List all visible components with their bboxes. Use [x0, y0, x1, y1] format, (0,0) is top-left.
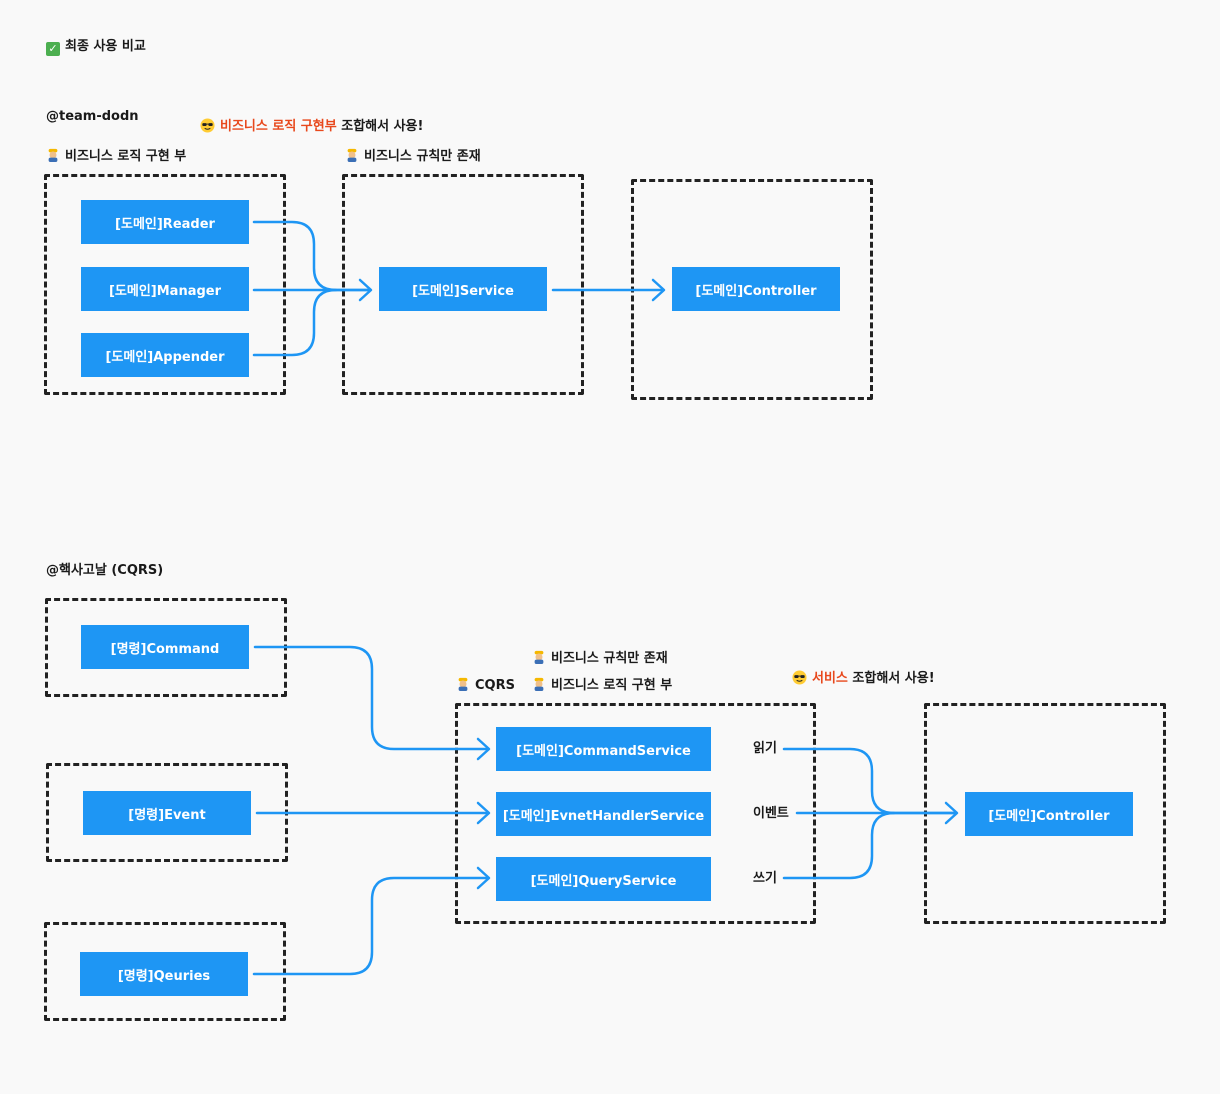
section2-label-rules: 비즈니스 규칙만 존재	[532, 650, 668, 667]
edge-label-read: 읽기	[753, 741, 777, 756]
event-handler-service-box[interactable]: [도메인]EvnetHandlerService	[496, 792, 711, 836]
service-box[interactable]: [도메인]Service	[379, 267, 547, 311]
edge-label-event: 이벤트	[753, 806, 789, 821]
section2-note: 서비스 조합해서 사용!	[792, 670, 935, 687]
section1-note: 비즈니스 로직 구현부 조합해서 사용!	[200, 118, 423, 135]
worker-icon	[534, 677, 544, 691]
sunglasses-icon	[200, 118, 215, 133]
section1-label-mid: 비즈니스 규칙만 존재	[345, 148, 481, 165]
command-service-box[interactable]: [도메인]CommandService	[496, 727, 711, 771]
controller-box[interactable]: [도메인]Controller	[672, 267, 840, 311]
connector-command-to-commandservice	[253, 645, 490, 751]
section2-label-logic: 비즈니스 로직 구현 부	[532, 677, 672, 694]
check-icon: ✓	[46, 42, 60, 56]
appender-box[interactable]: [도메인]Appender	[81, 333, 249, 377]
command-box[interactable]: [명령]Command	[81, 625, 249, 669]
connector-queries-to-queryservice	[252, 876, 490, 976]
section1-label-left: 비즈니스 로직 구현 부	[46, 148, 186, 165]
event-box[interactable]: [명령]Event	[83, 791, 251, 835]
worker-icon	[48, 148, 58, 162]
section2-label-cqrs: CQRS	[456, 677, 515, 694]
section1-heading: @team-dodn	[46, 109, 139, 124]
worker-icon	[534, 650, 544, 664]
controller-box-2[interactable]: [도메인]Controller	[965, 792, 1133, 836]
manager-box[interactable]: [도메인]Manager	[81, 267, 249, 311]
sunglasses-icon	[792, 670, 807, 685]
queries-box[interactable]: [명령]Qeuries	[80, 952, 248, 996]
query-service-box[interactable]: [도메인]QueryService	[496, 857, 711, 901]
section2-heading: @핵사고날 (CQRS)	[46, 563, 164, 578]
worker-icon	[458, 677, 468, 691]
worker-icon	[347, 148, 357, 162]
reader-box[interactable]: [도메인]Reader	[81, 200, 249, 244]
edge-label-write: 쓰기	[753, 871, 777, 886]
page-title: ✓최종 사용 비교	[46, 39, 146, 56]
